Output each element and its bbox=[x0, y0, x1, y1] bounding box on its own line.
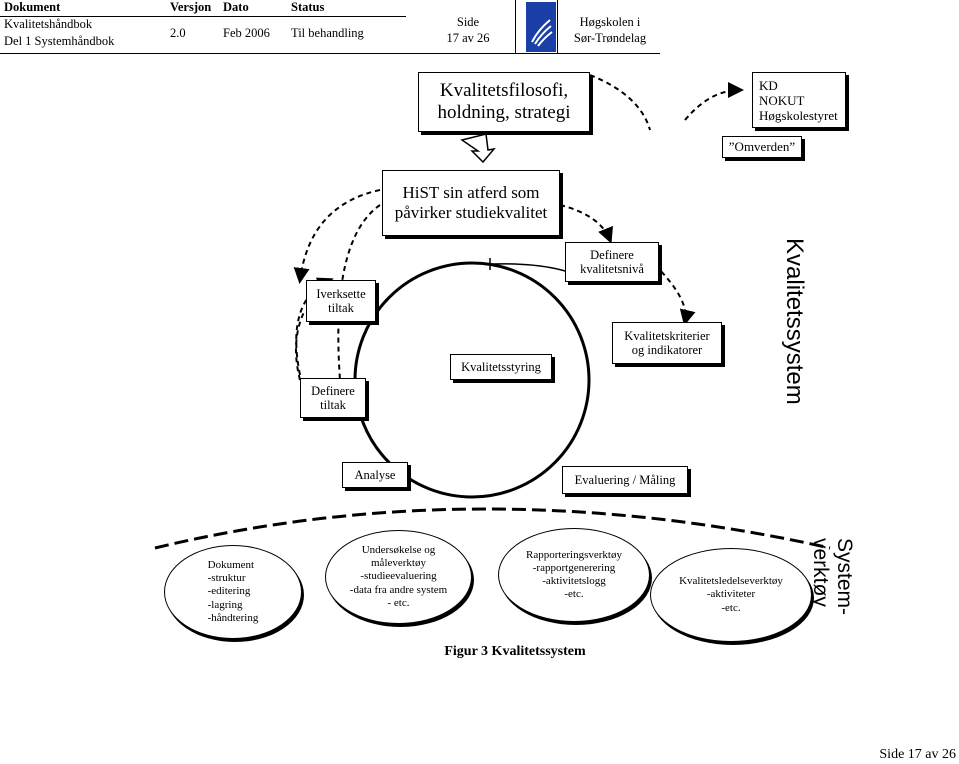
tool-dokument-line: -håndtering bbox=[207, 611, 259, 624]
tool-rapportering-line: -rapportgenerering bbox=[532, 561, 616, 574]
definere-niva-line1: Definere bbox=[590, 247, 634, 262]
tool-undersokelse-line: Undersøkelse og bbox=[361, 544, 436, 557]
kvalitetsstyring-box: Kvalitetsstyring bbox=[450, 354, 552, 380]
iverksette-line1: Iverksette bbox=[316, 286, 366, 301]
header-lines bbox=[0, 0, 660, 54]
tool-dokument-line: -lagring bbox=[207, 598, 243, 611]
systemverktoy-line2: verktøy bbox=[809, 538, 832, 607]
header-org: Høgskolen i Sør-Trøndelag bbox=[560, 14, 660, 46]
header-doc-line1: Kvalitetshåndbok bbox=[4, 17, 93, 31]
tool-kvalitetsledelse-line: -aktiviteter bbox=[706, 588, 756, 601]
tool-dokument-line: Dokument bbox=[207, 559, 255, 572]
kvalitetskriterier-box: Kvalitetskriterier og indikatorer bbox=[612, 322, 722, 364]
tool-undersokelse-line: måleverktøy bbox=[371, 557, 426, 570]
systemverktoy-line1: System- bbox=[833, 538, 856, 616]
kvalitetssystem-label: Kvalitetssystem bbox=[781, 238, 808, 405]
external-line1: KD bbox=[759, 77, 778, 93]
tool-rapportering: Rapporteringsverktøy -rapportgenerering … bbox=[498, 528, 650, 622]
kriterier-line2: og indikatorer bbox=[631, 343, 703, 357]
hist-logo-mark bbox=[531, 19, 553, 47]
header-col-dokument: Dokument bbox=[4, 0, 61, 14]
kriterier-line1: Kvalitetskriterier bbox=[624, 328, 710, 343]
tool-dokument-line: -editering bbox=[207, 585, 251, 598]
philosophy-line1: Kvalitetsfilosofi, bbox=[439, 80, 569, 102]
hist-box: HiST sin atferd som påvirker studiekvali… bbox=[382, 170, 560, 236]
philosophy-line2: holdning, strategi bbox=[437, 102, 571, 123]
tool-undersokelse-line: - etc. bbox=[387, 596, 410, 609]
header-table: Dokument Versjon Dato Status Kvalitetshå… bbox=[0, 0, 405, 50]
header-col-versjon: Versjon bbox=[170, 0, 212, 14]
header-org-line2: Sør-Trøndelag bbox=[573, 31, 647, 45]
definere-tiltak-line1: Definere bbox=[311, 383, 355, 398]
tool-rapportering-line: -aktivitetslogg bbox=[542, 575, 606, 587]
philosophy-box: Kvalitetsfilosofi, holdning, strategi bbox=[418, 72, 590, 132]
definere-niva-line2: kvalitetsnivå bbox=[580, 262, 644, 276]
hist-line2: påvirker studiekvalitet bbox=[394, 203, 548, 222]
tool-undersokelse-line: -data fra andre system bbox=[349, 583, 448, 596]
header-side: Side 17 av 26 bbox=[420, 14, 516, 46]
tool-kvalitetsledelse-line: -etc. bbox=[721, 601, 741, 614]
tool-kvalitetsledelse-line: Kvalitetsledelseverktøy bbox=[679, 575, 783, 588]
external-line2: NOKUT bbox=[759, 92, 805, 108]
header-col-dato: Dato bbox=[223, 0, 249, 14]
tool-rapportering-line: Rapporteringsverktøy bbox=[526, 548, 622, 561]
definere-tiltak-box: Definere tiltak bbox=[300, 378, 366, 418]
tool-dokument: Dokument -struktur -editering -lagring -… bbox=[164, 545, 302, 639]
analyse-box: Analyse bbox=[342, 462, 408, 488]
tool-dokument-line: -struktur bbox=[207, 572, 246, 585]
header-side-label: Side bbox=[456, 15, 480, 29]
definere-niva-box: Definere kvalitetsnivå bbox=[565, 242, 659, 282]
evaluering-box: Evaluering / Måling bbox=[562, 466, 688, 494]
header-status: Til behandling bbox=[291, 26, 364, 40]
iverksette-line2: tiltak bbox=[328, 301, 354, 315]
omverden-box: ”Omverden” bbox=[722, 136, 802, 158]
hist-logo bbox=[526, 2, 556, 52]
header-date: Feb 2006 bbox=[223, 26, 270, 40]
header-org-line1: Høgskolen i bbox=[579, 15, 641, 29]
iverksette-tiltak-box: Iverksette tiltak bbox=[306, 280, 376, 322]
definere-tiltak-line2: tiltak bbox=[320, 398, 346, 412]
tool-kvalitetsledelse: Kvalitetsledelseverktøy -aktiviteter -et… bbox=[650, 548, 812, 642]
hist-line1: HiST sin atferd som bbox=[402, 183, 540, 203]
tool-rapportering-line: -etc. bbox=[564, 588, 584, 601]
header-version: 2.0 bbox=[170, 26, 186, 40]
header-doc-name: Kvalitetshåndbok Del 1 Systemhåndbok bbox=[0, 16, 166, 50]
tool-undersokelse-line: -studieevaluering bbox=[360, 570, 437, 583]
header-side-value: 17 av 26 bbox=[446, 31, 490, 45]
tool-undersokelse: Undersøkelse og måleverktøy -studieevalu… bbox=[325, 530, 472, 624]
page-footer: Side 17 av 26 bbox=[879, 747, 956, 762]
systemverktoy-label: System- verktøy bbox=[806, 538, 858, 622]
header-doc-line2: Del 1 Systemhåndbok bbox=[4, 34, 115, 48]
figure-caption: Figur 3 Kvalitetssystem bbox=[444, 644, 586, 659]
external-line3: Høgskolestyret bbox=[759, 107, 838, 123]
external-box: KD NOKUT Høgskolestyret bbox=[752, 72, 846, 128]
header-col-status: Status bbox=[291, 0, 325, 14]
